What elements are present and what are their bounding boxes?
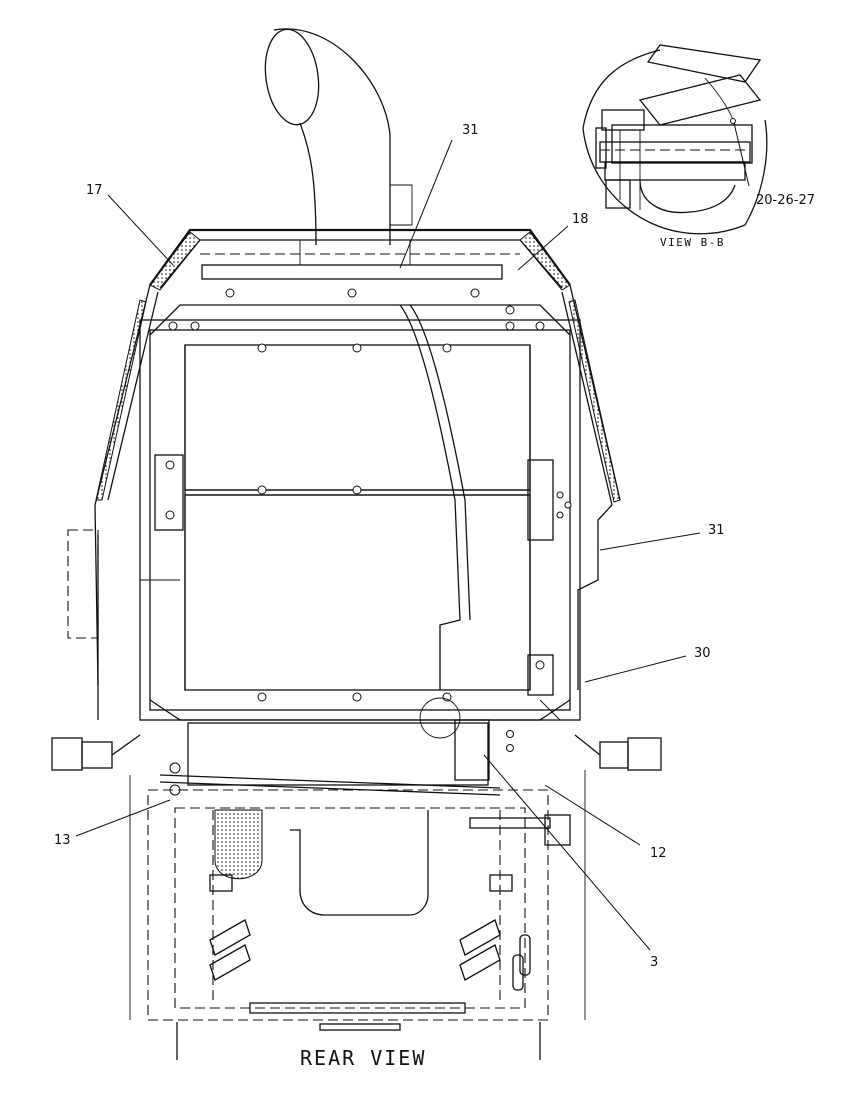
- right-lamp: [627, 737, 662, 771]
- detail-circle-arc-left: [582, 49, 661, 129]
- roof-bar: [201, 264, 503, 280]
- cab-side-panels: [67, 284, 621, 720]
- callout-12: 12: [650, 846, 667, 861]
- cross-tube: [187, 722, 489, 786]
- leader-31-top: [399, 139, 453, 269]
- callout-30: 30: [694, 646, 711, 661]
- lower-assembly: [51, 697, 662, 796]
- callout-13: 13: [54, 833, 71, 848]
- leader-31-right: [599, 532, 701, 551]
- callout-31-right: 31: [708, 523, 725, 538]
- main-frame: [139, 304, 581, 721]
- exhaust-stack: [264, 28, 413, 246]
- detail-view-title: VIEW B-B: [660, 236, 725, 249]
- callout-17: 17: [86, 183, 103, 198]
- filter-element: [214, 809, 263, 880]
- leader-13: [75, 799, 171, 837]
- left-lamp: [51, 737, 83, 771]
- leader-17: [107, 194, 174, 266]
- view-title: REAR VIEW: [300, 1046, 426, 1070]
- callout-20-26-27: 20-26-27: [756, 193, 815, 208]
- leader-12: [544, 784, 641, 846]
- detail-pipe-lower: [638, 74, 762, 126]
- detail-pipe: [646, 44, 762, 83]
- leader-20-26-27: [733, 122, 750, 187]
- detail-circle-arc-right: [744, 119, 768, 226]
- cab-roof: [149, 228, 571, 291]
- view-b-b-detail: [582, 44, 768, 235]
- frame-bolts: [165, 288, 572, 752]
- detail-circle-arc: [582, 127, 746, 235]
- lower-cab: [129, 770, 586, 1060]
- callout-3: 3: [650, 955, 658, 970]
- leader-3: [483, 754, 651, 951]
- callout-18: 18: [572, 212, 589, 227]
- leader-30: [584, 655, 687, 683]
- leader-18: [517, 225, 569, 271]
- lower-pane: [184, 494, 531, 691]
- callout-31-top: 31: [462, 123, 479, 138]
- callouts: 17 31 18 31 30 13 12 3: [54, 123, 725, 970]
- upper-pane: [184, 344, 531, 491]
